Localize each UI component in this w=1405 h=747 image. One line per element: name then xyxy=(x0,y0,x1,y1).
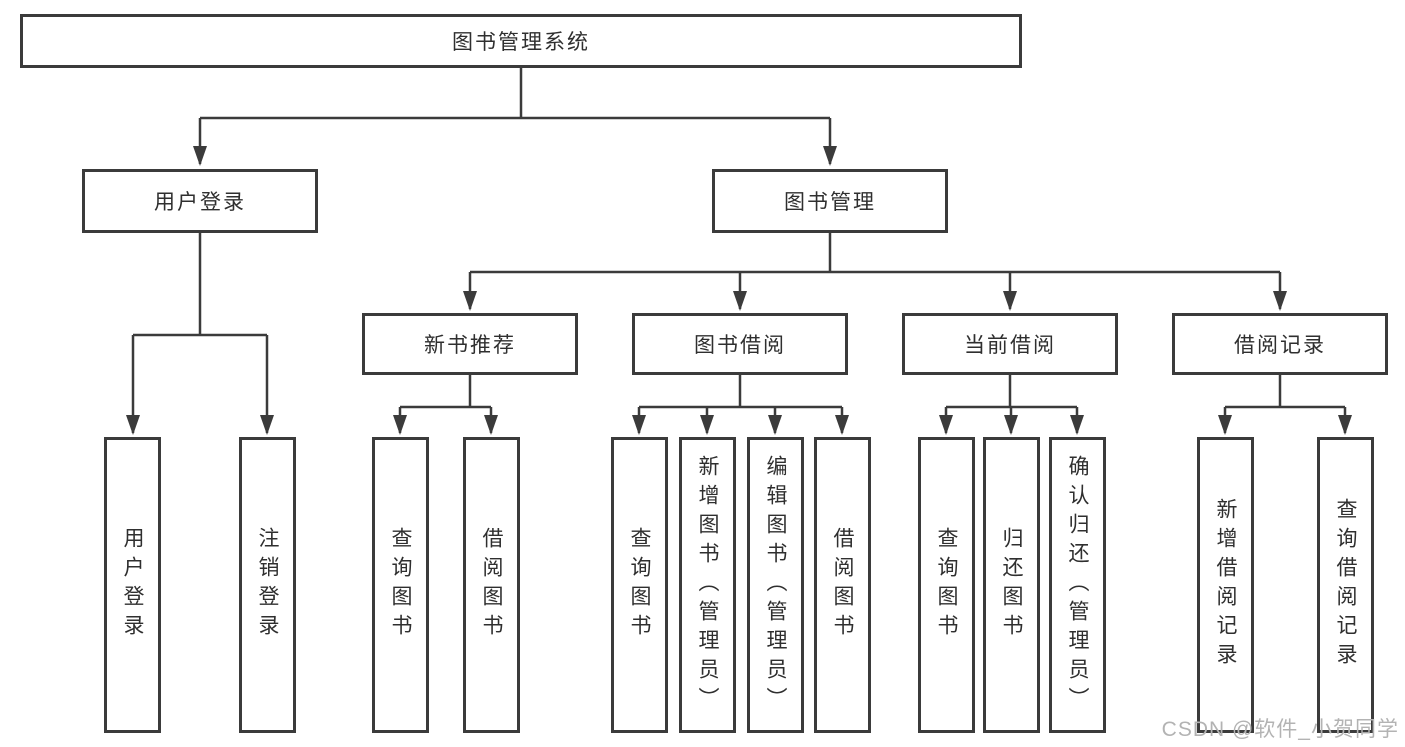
leaf-user-login-label: 用户登录 xyxy=(121,527,144,643)
leaf-query-books-borrow-label: 查询图书 xyxy=(628,527,651,643)
node-root-label: 图书管理系统 xyxy=(452,31,590,54)
wire-book-mgmt-split xyxy=(470,233,1280,274)
node-root: 图书管理系统 xyxy=(20,14,1022,68)
wire-root-split xyxy=(200,68,830,120)
leaf-query-books-recommend-label: 查询图书 xyxy=(389,527,412,643)
leaf-return-book: 归还图书 xyxy=(983,437,1040,733)
leaf-add-book-admin-label: 新增图书（管理员） xyxy=(696,454,719,716)
leaf-add-borrow-record: 新增借阅记录 xyxy=(1197,437,1254,733)
node-book-management: 图书管理 xyxy=(712,169,948,233)
wire-records-split xyxy=(1225,375,1345,409)
leaf-edit-book-admin: 编辑图书（管理员） xyxy=(747,437,804,733)
leaf-borrow-books: 借阅图书 xyxy=(814,437,871,733)
leaf-logout: 注销登录 xyxy=(239,437,296,733)
wire-borrow-split xyxy=(639,375,842,409)
node-new-book-recommend-label: 新书推荐 xyxy=(424,334,516,357)
node-borrow-records: 借阅记录 xyxy=(1172,313,1388,375)
leaf-borrow-books-label: 借阅图书 xyxy=(831,527,854,643)
leaf-user-login: 用户登录 xyxy=(104,437,161,733)
leaf-edit-book-admin-label: 编辑图书（管理员） xyxy=(764,454,787,716)
leaf-logout-label: 注销登录 xyxy=(256,527,279,643)
wire-user-login-split xyxy=(133,233,267,337)
node-current-borrow: 当前借阅 xyxy=(902,313,1118,375)
leaf-borrow-books-recommend-label: 借阅图书 xyxy=(480,527,503,643)
leaf-query-books-recommend: 查询图书 xyxy=(372,437,429,733)
leaf-query-books-current-label: 查询图书 xyxy=(935,527,958,643)
node-book-borrow: 图书借阅 xyxy=(632,313,848,375)
node-user-login-label: 用户登录 xyxy=(154,191,246,214)
leaf-confirm-return-admin-label: 确认归还（管理员） xyxy=(1066,454,1089,716)
leaf-query-borrow-record: 查询借阅记录 xyxy=(1317,437,1374,733)
leaf-query-books-borrow: 查询图书 xyxy=(611,437,668,733)
node-new-book-recommend: 新书推荐 xyxy=(362,313,578,375)
leaf-query-borrow-record-label: 查询借阅记录 xyxy=(1334,498,1357,672)
wire-current-split xyxy=(946,375,1077,409)
node-book-borrow-label: 图书借阅 xyxy=(694,334,786,357)
leaf-add-book-admin: 新增图书（管理员） xyxy=(679,437,736,733)
leaf-add-borrow-record-label: 新增借阅记录 xyxy=(1214,498,1237,672)
leaf-confirm-return-admin: 确认归还（管理员） xyxy=(1049,437,1106,733)
node-borrow-records-label: 借阅记录 xyxy=(1234,334,1326,357)
leaf-borrow-books-recommend: 借阅图书 xyxy=(463,437,520,733)
wire-recommend-split xyxy=(400,375,491,409)
node-current-borrow-label: 当前借阅 xyxy=(964,334,1056,357)
leaf-return-book-label: 归还图书 xyxy=(1000,527,1023,643)
leaf-query-books-current: 查询图书 xyxy=(918,437,975,733)
node-book-management-label: 图书管理 xyxy=(784,191,876,214)
node-user-login: 用户登录 xyxy=(82,169,318,233)
